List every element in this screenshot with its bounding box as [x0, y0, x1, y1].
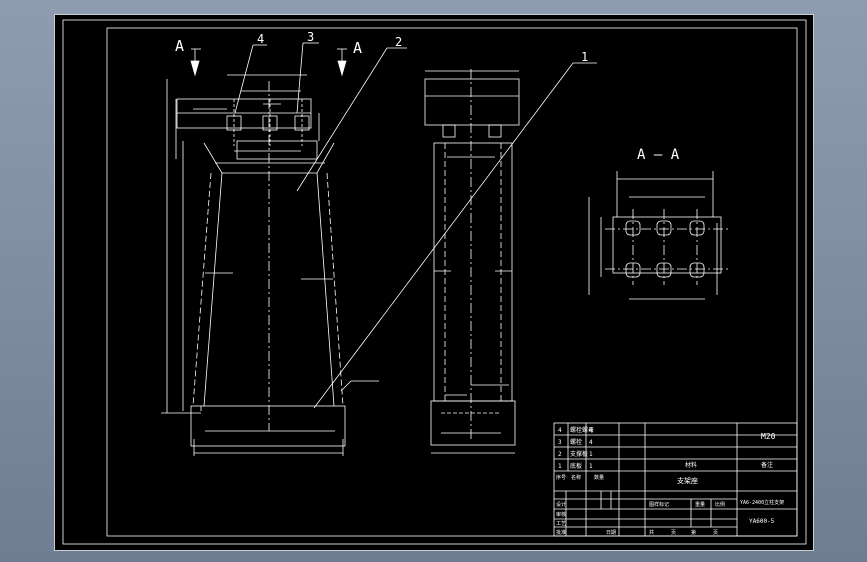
part-row-2-name: 螺栓 — [570, 438, 582, 446]
cad-viewport[interactable]: A A 4 3 2 1 A — A 4 螺栓螺母 4 3 螺栓 4 2 支撑板 … — [54, 14, 814, 551]
part-row-4-no: 1 — [558, 463, 562, 470]
balloon-3: 3 — [307, 30, 314, 44]
sheet-total-page: 页 — [671, 530, 676, 536]
sheet-total: 共 — [649, 529, 654, 536]
sign-design: 设计 — [556, 501, 566, 508]
section-marker-left: A — [175, 37, 184, 55]
part-row-3-qty: 1 — [589, 451, 593, 458]
part-row-1-name: 螺栓螺母 — [570, 426, 594, 434]
part-row-3-name: 支撑板 — [570, 450, 588, 458]
header-name: 名称 — [571, 474, 581, 481]
sheet-outer-border — [62, 19, 807, 545]
cad-drawing-canvas: A A 4 3 2 1 A — A 4 螺栓螺母 4 3 螺栓 4 2 支撑板 … — [62, 19, 807, 545]
leader-2 — [296, 47, 388, 192]
section-marker-right: A — [353, 39, 362, 57]
leader-4 — [234, 44, 254, 114]
header-material: 材料 — [685, 461, 697, 469]
header-qty: 数量 — [594, 474, 604, 481]
sign-review: 审核 — [556, 511, 566, 518]
side-view — [424, 69, 520, 454]
drawing-number: YA600-5 — [749, 518, 775, 525]
header-no: 序号 — [556, 474, 566, 481]
header-remark: 备注 — [761, 461, 773, 469]
part-row-1-no: 4 — [558, 427, 562, 434]
title-block-grid — [553, 422, 798, 537]
front-view — [161, 74, 379, 456]
balloon-2: 2 — [395, 35, 402, 49]
scale-ratio: 比例 — [715, 501, 725, 508]
leader-1 — [313, 62, 574, 409]
part-row-2-qty: 4 — [589, 439, 593, 446]
balloon-1: 1 — [581, 50, 588, 64]
part-row-1-qty: 4 — [589, 427, 593, 434]
balloon-4: 4 — [257, 32, 264, 46]
sign-process: 工艺 — [556, 521, 566, 527]
section-view-title: A — A — [637, 147, 680, 163]
sheet-no: 第 — [691, 529, 696, 536]
date-label: 日期 — [606, 530, 616, 536]
part-row-2-no: 3 — [558, 439, 562, 446]
sign-approve: 批准 — [556, 529, 566, 536]
section-a-a — [588, 171, 729, 300]
sheet-no-page: 页 — [713, 530, 718, 536]
leader-3 — [296, 42, 304, 114]
sheet-inner-border — [106, 27, 798, 537]
material-value: M20 — [761, 432, 776, 441]
part-row-4-name: 底板 — [570, 462, 582, 470]
part-row-3-no: 2 — [558, 451, 562, 458]
part-row-4-qty: 1 — [589, 463, 593, 470]
drawing-name: 支架座 — [677, 476, 698, 485]
scale-weight: 重量 — [695, 501, 705, 508]
project-name: YA6-2400立柱支架 — [740, 499, 784, 506]
scale-mark: 图样标记 — [649, 501, 669, 508]
